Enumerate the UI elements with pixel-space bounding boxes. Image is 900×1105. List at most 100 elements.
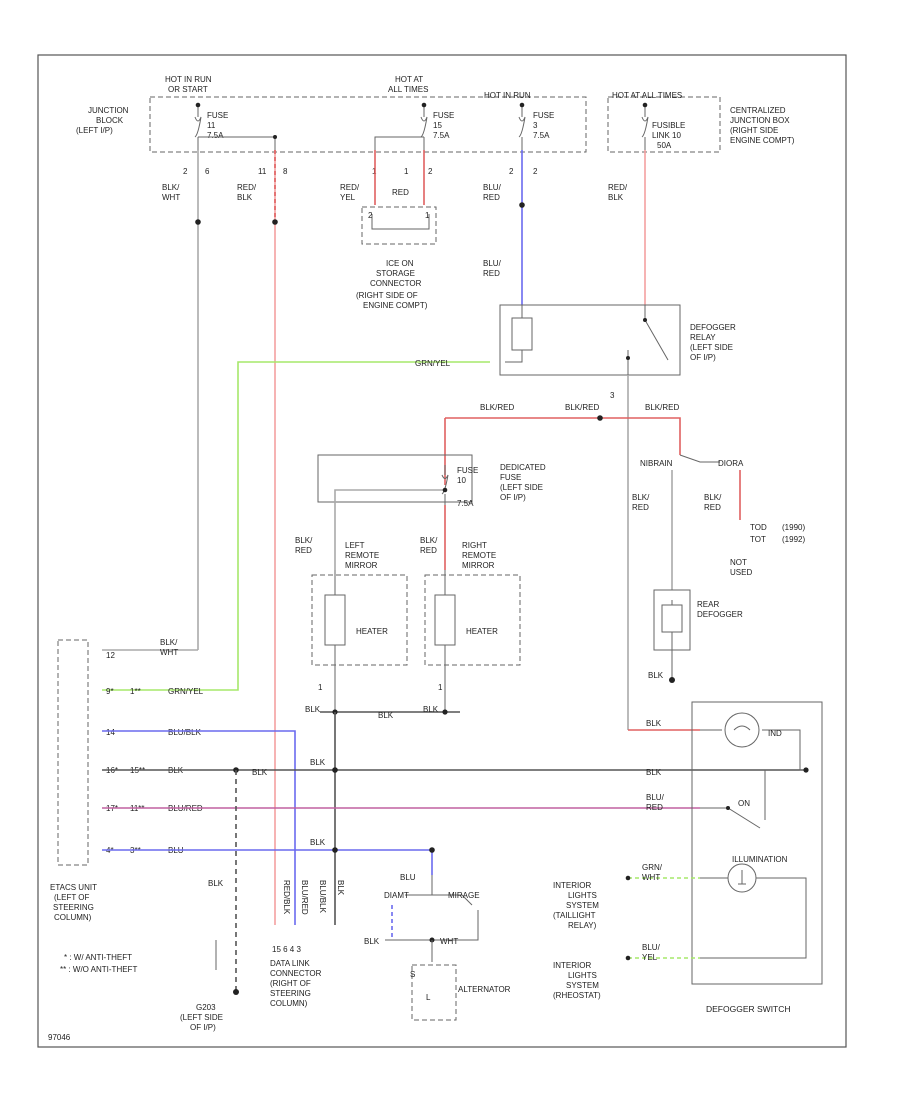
bus-label-blk-a: BLK	[252, 768, 268, 777]
datalink-label-1: DATA LINK	[270, 959, 310, 968]
wire-blu-blk	[102, 730, 296, 925]
label-heater-right: HEATER	[466, 627, 498, 636]
label-blk-red-1: BLK/RED	[480, 403, 514, 412]
datalink-vert-2: BLU/RED	[300, 880, 309, 915]
fusible-link-label-1: FUSIBLE	[652, 121, 685, 130]
int-b-1: INTERIOR	[553, 961, 591, 970]
junction-block-outline	[149, 96, 587, 153]
fuse15-symbol	[420, 105, 428, 150]
alt-model-switch	[405, 875, 473, 906]
junction-block-label-2: BLOCK	[96, 116, 124, 125]
label-mirror-blk-r: BLK	[423, 705, 439, 714]
g203-label-3: OF I/P)	[190, 1023, 216, 1032]
storage-connector-link	[371, 214, 430, 230]
etacs-note-1: * : W/ ANTI-THEFT	[64, 953, 132, 962]
fuse3-label-2: 3	[533, 121, 538, 130]
rear-defogger-ground	[669, 677, 675, 683]
alt-wht: WHT	[440, 937, 458, 946]
label-rear-2: DEFOGGER	[697, 610, 743, 619]
centralized-junction-box-outline	[607, 96, 721, 153]
label-year-1: (1990)	[782, 523, 805, 532]
ded-label-1: DEDICATED	[500, 463, 546, 472]
g203-blk: BLK	[208, 879, 224, 888]
switch-indicator-wiring	[700, 729, 808, 771]
fuse11-label-3: 7.5A	[207, 131, 224, 140]
alt-pin-s: S	[410, 970, 415, 979]
ded-label-2: FUSE	[500, 473, 521, 482]
wire-blu-bus	[102, 849, 433, 875]
alt-diamond: DIAMT	[384, 891, 409, 900]
label-fl-red-blk-1: RED/	[608, 183, 628, 192]
alt-blu: BLU	[400, 873, 416, 882]
switch-illum: ILLUMINATION	[732, 855, 788, 864]
junction-block-label-3: (LEFT I/P)	[76, 126, 113, 135]
fuse15-label-2: 15	[433, 121, 442, 130]
etacs-label-2: (LEFT OF	[54, 893, 90, 902]
relay-label-4: OF I/P)	[690, 353, 716, 362]
label-branch-b2: RED	[704, 503, 721, 512]
etacs-w-blk-wht-1: BLK/	[160, 638, 178, 647]
label-blu-red-b1: BLU/	[483, 259, 502, 268]
data-link-connector-group: 15 6 4 3 DATA LINK CONNECTOR (RIGHT OF S…	[270, 880, 345, 1008]
bus-label-blk-c: BLK	[310, 838, 326, 847]
int-a-1: INTERIOR	[553, 881, 591, 890]
label-right-mirror-3: MIRROR	[462, 561, 495, 570]
wire-fuse-to-left-mirror	[334, 489, 445, 570]
label-used: USED	[730, 568, 752, 577]
label-left-mirror-3: MIRROR	[345, 561, 378, 570]
dedicated-fuse-group: FUSE 10 7.5A DEDICATED FUSE (LEFT SIDE O…	[317, 454, 546, 570]
int-a-2: LIGHTS	[568, 891, 597, 900]
wire-blk-red-h	[444, 417, 681, 485]
node-blu-alt	[429, 847, 435, 853]
fuse-block-group: HOT IN RUN OR START HOT AT ALL TIMES HOT…	[76, 75, 795, 176]
label-year-2: (1992)	[782, 535, 805, 544]
switch-bus-node	[803, 767, 809, 773]
etacs-pin-12: 12	[106, 651, 115, 660]
dedicated-fuse-box	[317, 454, 473, 503]
label-blu-red-2: RED	[483, 193, 500, 202]
bus-label-blu-red-1: BLU/	[646, 793, 665, 802]
ded-fuse-2: 10	[457, 476, 466, 485]
switch-indicator-lamp	[724, 712, 760, 748]
fuse-internal-splits	[198, 136, 424, 150]
switch-on: ON	[738, 799, 750, 808]
alternator-outline	[411, 964, 457, 1021]
etacs-unit-group: 12 9* 1** 14 16* 15** 17* 11** 4* 3** BL…	[50, 638, 204, 974]
label-grn-wht-1: GRN/	[642, 863, 663, 872]
storage-label-4: (RIGHT SIDE OF	[356, 291, 418, 300]
fuse11-label-1: FUSE	[207, 111, 228, 120]
storage-label-3: CONNECTOR	[370, 279, 422, 288]
bus-label-blk-d: BLK	[646, 768, 662, 777]
fuse15-label-3: 7.5A	[433, 131, 450, 140]
fusible-link-symbol	[641, 105, 649, 150]
relay-contact-node	[626, 356, 630, 360]
model-branch-switch	[679, 454, 720, 463]
etacs-pin-14: 14	[106, 728, 115, 737]
fuse3-top-node	[519, 102, 525, 108]
fuse11-symbol	[194, 105, 202, 150]
ded-label-4: OF I/P)	[500, 493, 526, 502]
node-taillight	[625, 875, 631, 881]
datalink-vert-1: RED/BLK	[282, 880, 291, 915]
label-grn-wht-2: WHT	[642, 873, 660, 882]
datalink-vert-3: BLU/BLK	[318, 880, 327, 914]
etacs-w-blk-wht-2: WHT	[160, 648, 178, 657]
label-branch-a1: BLK/	[632, 493, 650, 502]
label-mirror-pin-l: 1	[318, 683, 323, 692]
defogger-relay-group: DEFOGGER RELAY (LEFT SIDE OF I/P) 3	[499, 304, 736, 731]
ded-fuse-1: FUSE	[457, 466, 478, 475]
label-blu-red-b2: RED	[483, 269, 500, 278]
etacs-pin-9: 9*	[106, 687, 114, 696]
etacs-w-blu-blk: BLU/BLK	[168, 728, 202, 737]
label-mirror-blk-mid: BLK	[378, 711, 394, 720]
etacs-pin-1: 1**	[130, 687, 141, 696]
node-blu-red	[519, 202, 525, 208]
switch-indicator-filament	[733, 725, 751, 731]
alt-blk: BLK	[364, 937, 380, 946]
relay-coil	[505, 305, 533, 363]
defogger-branch-group: NIBRAIN DIORA BLK/ RED BLK/ RED TOD TOT …	[632, 454, 805, 683]
alt-mirage: MIRAGE	[448, 891, 480, 900]
label-red-blk-1: RED/	[237, 183, 257, 192]
cjb-label-2: JUNCTION BOX	[730, 116, 790, 125]
